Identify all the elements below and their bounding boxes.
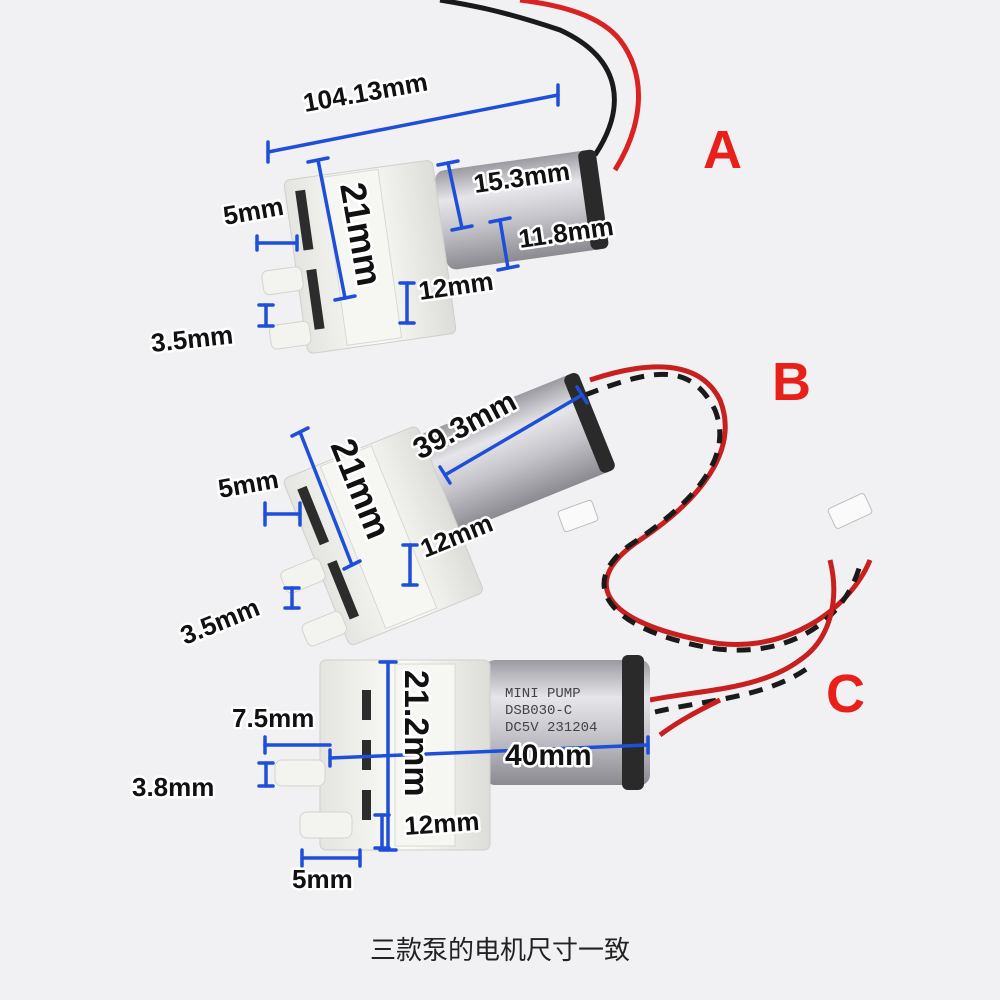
pump-c-motor-label-1: MINI PUMP bbox=[505, 686, 581, 702]
pump-c-head-width-label: 12mm bbox=[403, 806, 480, 841]
dimension-lines bbox=[255, 83, 650, 868]
pump-a-red-wire bbox=[519, 0, 641, 172]
pump-b-port-lower bbox=[301, 610, 347, 647]
pump-c-port-diameter-label: 3.8mm bbox=[132, 772, 214, 802]
pump-b-connector-2 bbox=[827, 493, 873, 529]
pump-b-letter: B bbox=[772, 352, 811, 412]
pump-a-port-upper bbox=[261, 266, 304, 296]
pump-a-total-length-label: 104.13mm bbox=[301, 67, 430, 118]
pump-c-motor-label-3: DC5V 231204 bbox=[505, 720, 597, 736]
pump-a-port-length-label: 5mm bbox=[221, 191, 286, 231]
pump-c-port-length-lower-label: 5mm bbox=[292, 864, 353, 894]
pump-b-connector-1 bbox=[557, 499, 599, 533]
pump-a bbox=[261, 0, 641, 354]
pump-c-height-label: 21.2mm bbox=[397, 670, 435, 797]
pump-b-port-length-label: 5mm bbox=[216, 464, 281, 504]
pump-c-port-upper bbox=[274, 759, 326, 787]
pump-a-letter: A bbox=[703, 120, 742, 180]
pump-a-motor bbox=[435, 150, 605, 270]
pump-b-port-diameter-label: 3.5mm bbox=[176, 592, 264, 651]
pump-b-port-upper bbox=[280, 558, 326, 594]
pump-a-black-wire bbox=[439, 0, 617, 157]
pump-c-motor bbox=[485, 660, 650, 785]
pump-b-motor bbox=[418, 375, 610, 531]
pump-c-port-length-upper-label: 7.5mm bbox=[232, 703, 314, 733]
pump-c-motor-label-2: DSB030-C bbox=[505, 703, 572, 719]
pump-b bbox=[280, 364, 873, 653]
pump-c-motor-length-label: 40mm bbox=[505, 739, 592, 772]
pump-c-port-lower bbox=[299, 811, 353, 839]
pump-a-port-diameter-label: 3.5mm bbox=[149, 320, 234, 358]
pump-c-letter: C bbox=[826, 664, 865, 724]
pump-a-port-lower bbox=[268, 320, 312, 350]
caption: 三款泵的电机尺寸一致 bbox=[369, 936, 630, 966]
pump-c: MINI PUMP DSB030-C DC5V 231204 bbox=[274, 559, 837, 851]
